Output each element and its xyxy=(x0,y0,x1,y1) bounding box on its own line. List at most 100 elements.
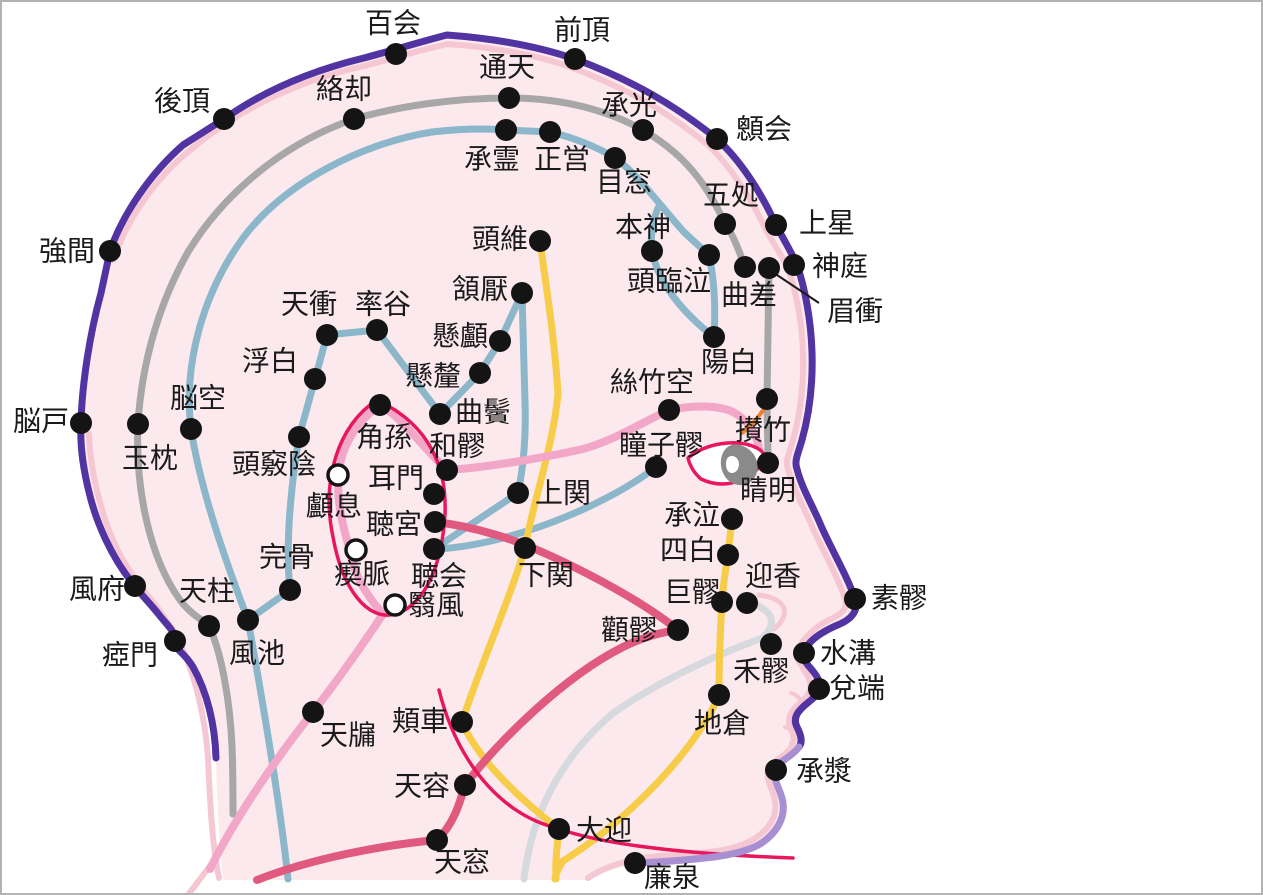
acupoint-marker-四白 xyxy=(717,544,739,566)
acupoint-marker-百会 xyxy=(385,43,407,65)
callout-line-bishou xyxy=(773,272,820,304)
acupoint-label-承光: 承光 xyxy=(601,90,657,122)
acupoint-label-頬車: 頬車 xyxy=(392,706,448,738)
acupoint-label-絲竹空: 絲竹空 xyxy=(610,367,694,399)
acupoint-marker-大迎 xyxy=(548,818,570,840)
acupoint-marker-廉泉 xyxy=(624,852,646,874)
acupoint-marker-角孫 xyxy=(369,394,391,416)
acupoint-label-瘈脈: 瘈脈 xyxy=(334,559,390,591)
acupoint-marker-懸顱 xyxy=(489,330,511,352)
acupoint-marker-曲鬢 xyxy=(429,403,451,425)
gallbladder-zigzag xyxy=(244,289,660,624)
acupoint-label-四白: 四白 xyxy=(660,535,716,567)
acupoint-marker-五処 xyxy=(714,213,736,235)
acupoint-label-完骨: 完骨 xyxy=(259,542,315,574)
acupoint-label-巨髎: 巨髎 xyxy=(664,578,720,609)
inner-outline-top xyxy=(110,41,791,271)
acupoint-marker-承漿 xyxy=(765,759,787,781)
acupoint-marker-瘂門 xyxy=(164,630,186,652)
acupoint-marker-脳空 xyxy=(180,418,202,440)
acupoint-label-大迎: 大迎 xyxy=(576,815,632,847)
acupoint-label-素髎: 素髎 xyxy=(871,583,927,615)
acupoint-marker-正営 xyxy=(539,121,561,143)
acupoint-label-懸釐: 懸釐 xyxy=(405,361,461,393)
acupoint-label-顖会: 顖会 xyxy=(736,114,792,146)
acupoint-label-百会: 百会 xyxy=(365,8,421,40)
acupoint-marker-頭臨泣 xyxy=(698,244,720,266)
acupoint-label-禾髎: 禾髎 xyxy=(733,657,789,688)
acupoint-marker-頭維 xyxy=(529,230,551,252)
acupoint-label-瞳子髎: 瞳子髎 xyxy=(619,430,703,462)
acupoint-marker-巨髎 xyxy=(711,591,733,613)
acupoint-label-睛明: 睛明 xyxy=(740,475,796,507)
acupoint-marker-完骨 xyxy=(279,579,301,601)
acupoint-label-顱息: 顱息 xyxy=(306,491,362,523)
acupoint-marker-水溝 xyxy=(793,642,815,664)
acupoint-label-風池: 風池 xyxy=(229,638,285,670)
acupoint-marker-聴会 xyxy=(423,538,445,560)
acupoint-marker-曲差 xyxy=(734,256,756,278)
acupoint-label-陽白: 陽白 xyxy=(701,347,757,379)
acupoint-label-眉衝: 眉衝 xyxy=(827,296,883,328)
acupoint-marker-絲竹空 xyxy=(658,399,680,421)
crimson-cheek-curve xyxy=(437,688,795,860)
acupoint-label-天柱: 天柱 xyxy=(179,576,235,608)
acupoint-marker-風池 xyxy=(237,609,259,631)
acupoint-label-上関: 上関 xyxy=(535,479,591,510)
acupoint-marker-地倉 xyxy=(708,684,730,706)
acupoint-label-頭維: 頭維 xyxy=(472,224,528,256)
acupoint-label-下関: 下関 xyxy=(518,561,574,592)
acupoint-marker-瞳子髎 xyxy=(645,456,667,478)
acupoint-label-曲鬢: 曲鬢 xyxy=(455,397,511,429)
acupoint-label-脳戸: 脳戸 xyxy=(13,407,69,438)
acupoint-marker-open-翳風 xyxy=(383,593,407,617)
eye-pupil xyxy=(726,456,739,473)
acupoint-label-後頂: 後頂 xyxy=(154,86,210,118)
acupoint-label-聴宮: 聴宮 xyxy=(366,509,422,541)
gallbladder-arc xyxy=(185,125,719,883)
lower-lip-line xyxy=(783,725,796,745)
acupoint-marker-兌端 xyxy=(808,678,830,700)
acupoint-marker-陽白 xyxy=(703,326,725,348)
acupoint-marker-後頂 xyxy=(213,108,235,130)
acupoint-label-天衝: 天衝 xyxy=(281,289,337,321)
acupoint-marker-浮白 xyxy=(304,368,326,390)
acupoint-marker-目窓 xyxy=(604,147,626,169)
acupoint-label-浮白: 浮白 xyxy=(242,346,298,378)
acupoint-label-脳空: 脳空 xyxy=(170,383,226,415)
acupoint-marker-上星 xyxy=(765,214,787,236)
acupoint-label-地倉: 地倉 xyxy=(694,708,750,740)
acupoint-label-聴会: 聴会 xyxy=(411,561,467,593)
acupoint-label-五処: 五処 xyxy=(703,180,759,212)
acupoint-label-通天: 通天 xyxy=(479,53,535,84)
acupoint-marker-顖会 xyxy=(706,128,728,150)
acupoint-label-頷厭: 頷厭 xyxy=(452,274,508,306)
acupoint-marker-玉枕 xyxy=(127,413,149,435)
acupoint-label-神庭: 神庭 xyxy=(812,251,868,283)
acupoint-marker-上関 xyxy=(507,482,529,504)
acupoint-label-角孫: 角孫 xyxy=(356,422,412,454)
acupoint-marker-天柱 xyxy=(198,615,220,637)
acupoint-marker-脳戸 xyxy=(70,412,92,434)
acupoint-label-頭竅陰: 頭竅陰 xyxy=(232,449,316,481)
acupoint-label-迎香: 迎香 xyxy=(745,561,801,593)
acupoint-label-目窓: 目窓 xyxy=(596,167,652,199)
acupoint-label-頭臨泣: 頭臨泣 xyxy=(627,266,711,298)
acupoint-label-攅竹: 攅竹 xyxy=(735,415,791,447)
acupoint-label-耳門: 耳門 xyxy=(368,464,424,495)
acupoint-label-承漿: 承漿 xyxy=(796,756,852,788)
acupoint-marker-神庭 xyxy=(783,254,805,276)
acupoint-marker-承泣 xyxy=(721,508,743,530)
acupoint-marker-睛明 xyxy=(757,452,779,474)
acupoint-marker-承霊 xyxy=(495,119,517,141)
acupoint-label-翳風: 翳風 xyxy=(408,591,464,622)
acupoint-marker-聴宮 xyxy=(424,511,446,533)
acupoint-marker-素髎 xyxy=(844,588,866,610)
head-fill xyxy=(80,35,857,880)
acupoint-marker-攅竹 xyxy=(756,388,778,410)
acupoint-marker-顴髎 xyxy=(667,619,689,641)
acupoint-marker-頬車 xyxy=(451,711,473,733)
acupoint-label-絡却: 絡却 xyxy=(316,74,372,106)
